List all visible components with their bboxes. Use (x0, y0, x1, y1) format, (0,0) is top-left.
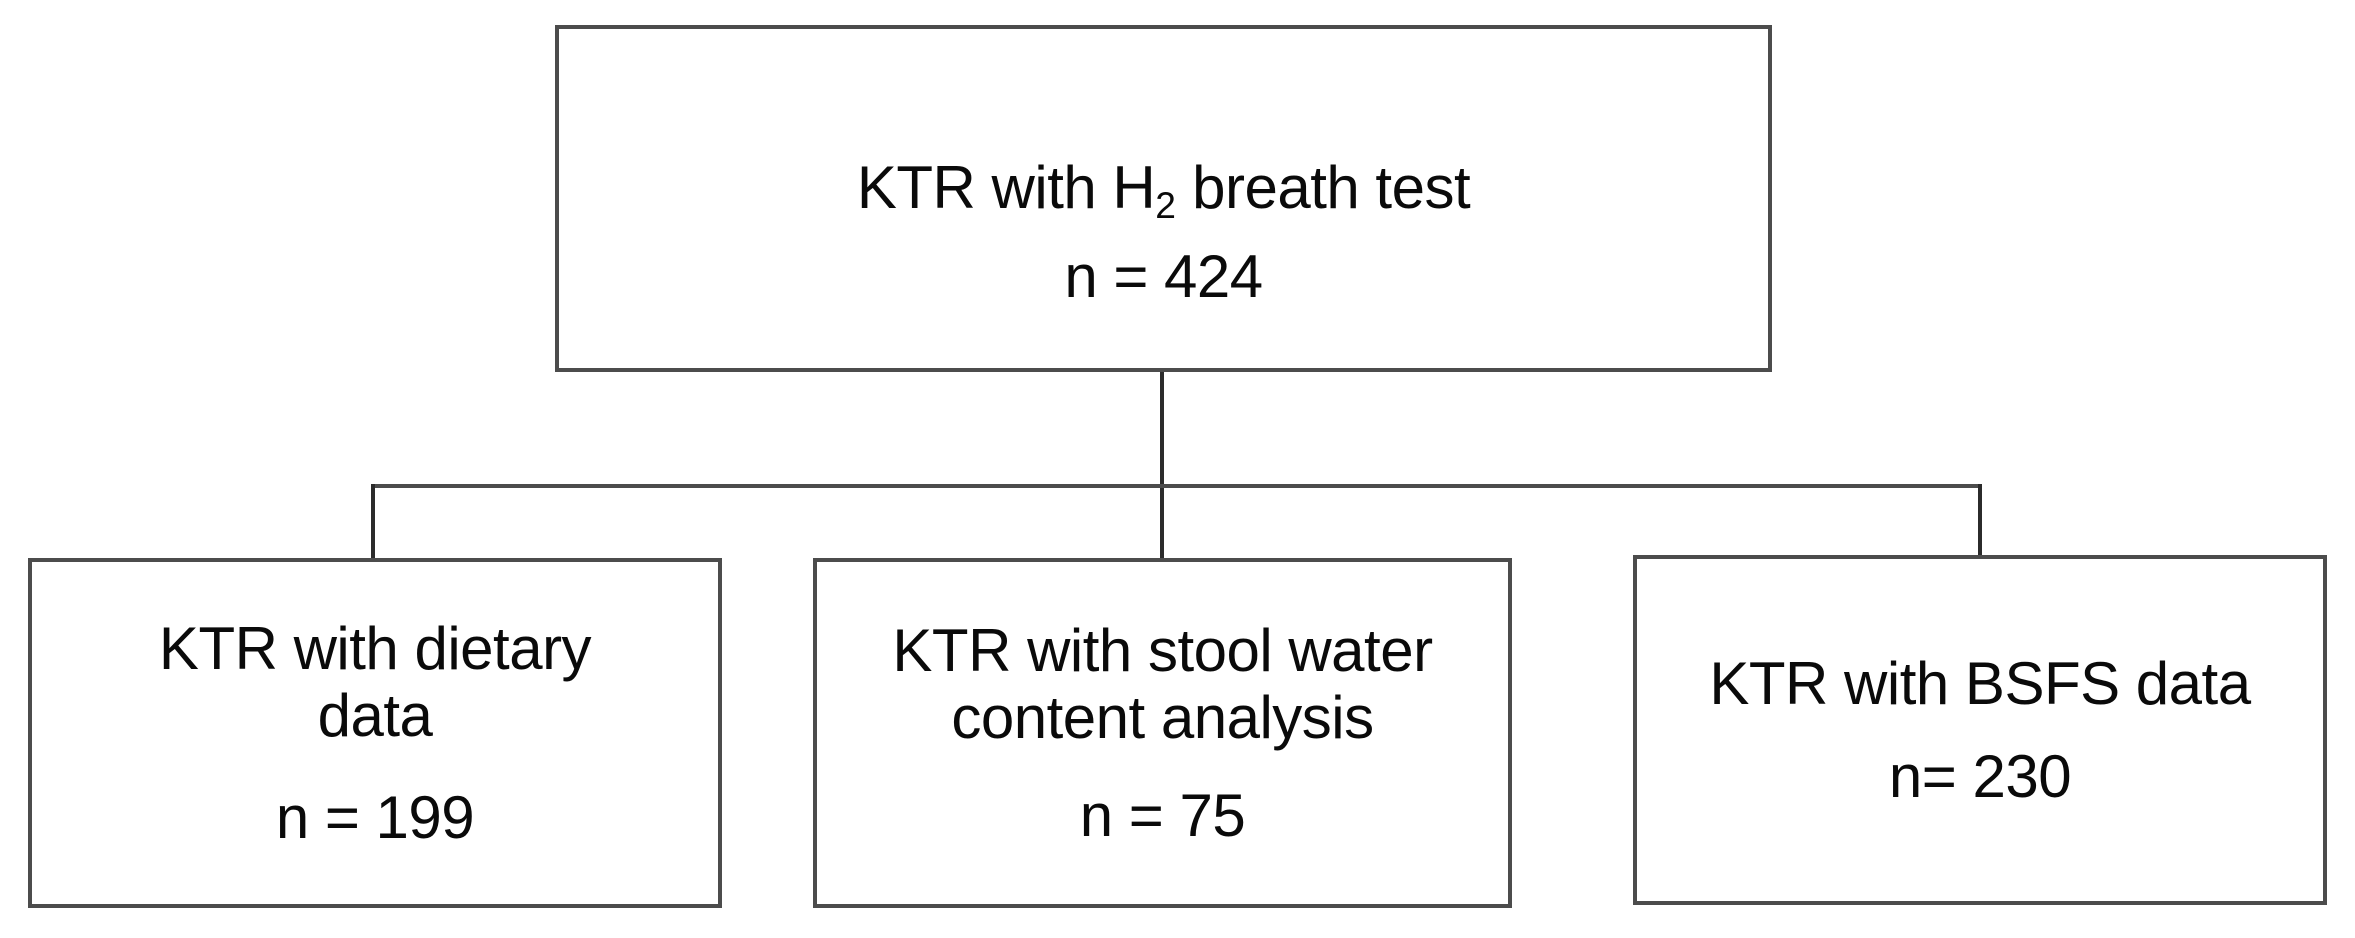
connector-drop-right (1978, 484, 1982, 557)
node-bsfs-count: n= 230 (1888, 743, 2072, 810)
node-stool-water-content[interactable]: KTR with stool water content analysis n … (813, 558, 1512, 908)
node-dietary-count: n = 199 (275, 783, 475, 851)
connector-trunk-vertical (1160, 372, 1164, 560)
node-root-title-part2: breath test (1175, 153, 1471, 221)
node-stool-title: KTR with stool water content analysis (892, 617, 1433, 752)
node-root-title: KTR with H2 breath test (843, 87, 1484, 226)
connector-drop-left (371, 484, 375, 560)
node-bsfs-data[interactable]: KTR with BSFS data n= 230 (1633, 555, 2327, 905)
node-bsfs-title: KTR with BSFS data (1709, 649, 2251, 717)
node-root-cohort[interactable]: KTR with H2 breath test n = 424 (555, 25, 1772, 372)
node-root-title-subscript: 2 (1155, 183, 1176, 226)
node-dietary-data[interactable]: KTR with dietary data n = 199 (28, 558, 722, 908)
node-dietary-title: KTR with dietary data (158, 615, 592, 750)
node-root-title-part1: KTR with H (856, 153, 1156, 221)
node-stool-count: n = 75 (1079, 781, 1246, 849)
connector-horizontal-bus (373, 484, 1982, 488)
node-root-count: n = 424 (1064, 243, 1263, 311)
